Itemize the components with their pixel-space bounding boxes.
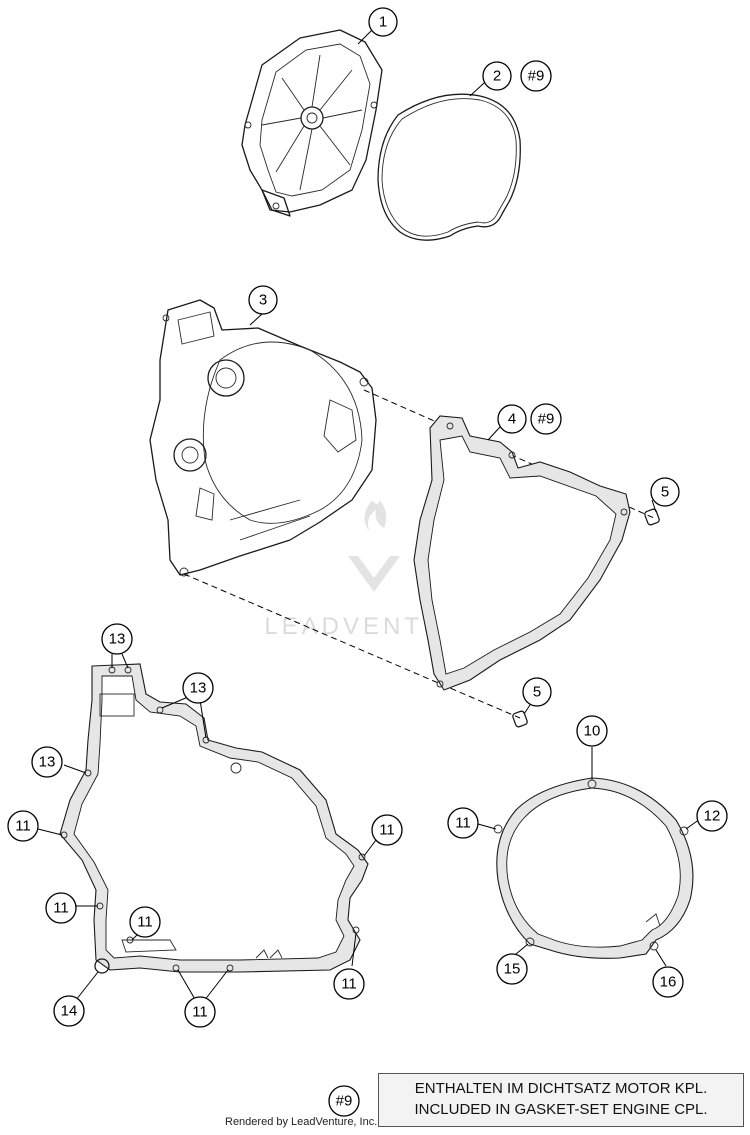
round-gasket-leaders (477, 747, 701, 967)
callout-11-right-upper: 11 (371, 814, 403, 846)
callout-4-ref-label: #9 (538, 411, 555, 428)
gasket-set-note: ENTHALTEN IM DICHTSATZ MOTOR KPL. INCLUD… (378, 1073, 744, 1127)
callout-2-ref: #9 (520, 60, 552, 92)
callout-11-left: 11 (7, 810, 39, 842)
callout-12-label: 12 (704, 808, 721, 825)
callout-11-left-lower: 11 (45, 892, 77, 924)
callout-15: 15 (496, 953, 528, 985)
callout-11-right-upper-label: 11 (379, 822, 395, 839)
callout-13-mid-label: 13 (190, 680, 207, 697)
callout-4: 4 (497, 404, 527, 434)
crankcase-gasket-leaders (37, 653, 377, 1002)
callout-5-upper: 5 (650, 477, 680, 507)
callout-5-lower-label: 5 (533, 684, 541, 701)
callout-4-ref: #9 (530, 403, 562, 435)
note-line-english: INCLUDED IN GASKET-SET ENGINE CPL. (414, 1101, 708, 1118)
callout-11-inner: 11 (129, 906, 161, 938)
note-line-german: ENTHALTEN IM DICHTSATZ MOTOR KPL. (414, 1080, 708, 1097)
clutch-cover-housing (149, 299, 377, 577)
callout-14: 14 (53, 995, 85, 1027)
callout-14-label: 14 (61, 1003, 78, 1020)
callout-10-label: 10 (584, 723, 601, 740)
callout-13-mid: 13 (182, 672, 214, 704)
callout-13-top-label: 13 (109, 631, 126, 648)
note-ref-callout: #9 (328, 1085, 360, 1117)
callout-11-left-label: 11 (15, 818, 31, 835)
callout-11-bottom-label: 11 (192, 1004, 208, 1021)
note-ref-label: #9 (336, 1093, 353, 1110)
callout-2-label: 2 (493, 68, 501, 85)
dowel-pin-lower (512, 710, 528, 728)
callout-3-label: 3 (259, 292, 267, 309)
callout-11-right-lower: 11 (333, 968, 365, 1000)
callout-13-top: 13 (101, 623, 133, 655)
clutch-cover (241, 29, 383, 217)
alignment-line-lower (183, 573, 521, 719)
callout-5-lower: 5 (522, 677, 552, 707)
callout-13-left-label: 13 (39, 754, 56, 771)
callout-11-round: 11 (447, 807, 479, 839)
cover-gasket (413, 415, 631, 691)
callout-2: 2 (482, 61, 512, 91)
callout-4-label: 4 (508, 411, 516, 428)
callout-2-ref-label: #9 (528, 68, 545, 85)
callout-11-left-lower-label: 11 (53, 900, 69, 917)
footer-credit: Rendered by LeadVenture, Inc. (225, 1116, 378, 1128)
callout-16-label: 16 (660, 974, 677, 991)
callout-1: 1 (368, 7, 398, 37)
callout-3: 3 (248, 285, 278, 315)
callout-12: 12 (696, 800, 728, 832)
callout-11-bottom: 11 (184, 996, 216, 1028)
o-ring-gasket (377, 93, 521, 241)
callout-11-right-lower-label: 11 (341, 976, 357, 993)
callout-1-label: 1 (379, 14, 387, 31)
dowel-pin-upper (644, 508, 660, 526)
callout-15-label: 15 (504, 961, 521, 978)
callout-16: 16 (652, 966, 684, 998)
callout-13-left: 13 (31, 746, 63, 778)
callout-11-inner-label: 11 (137, 914, 153, 931)
callout-10: 10 (576, 715, 608, 747)
round-gasket (493, 777, 694, 959)
callout-11-round-label: 11 (455, 815, 471, 832)
callout-5-upper-label: 5 (661, 484, 669, 501)
crankcase-gasket (59, 663, 369, 974)
